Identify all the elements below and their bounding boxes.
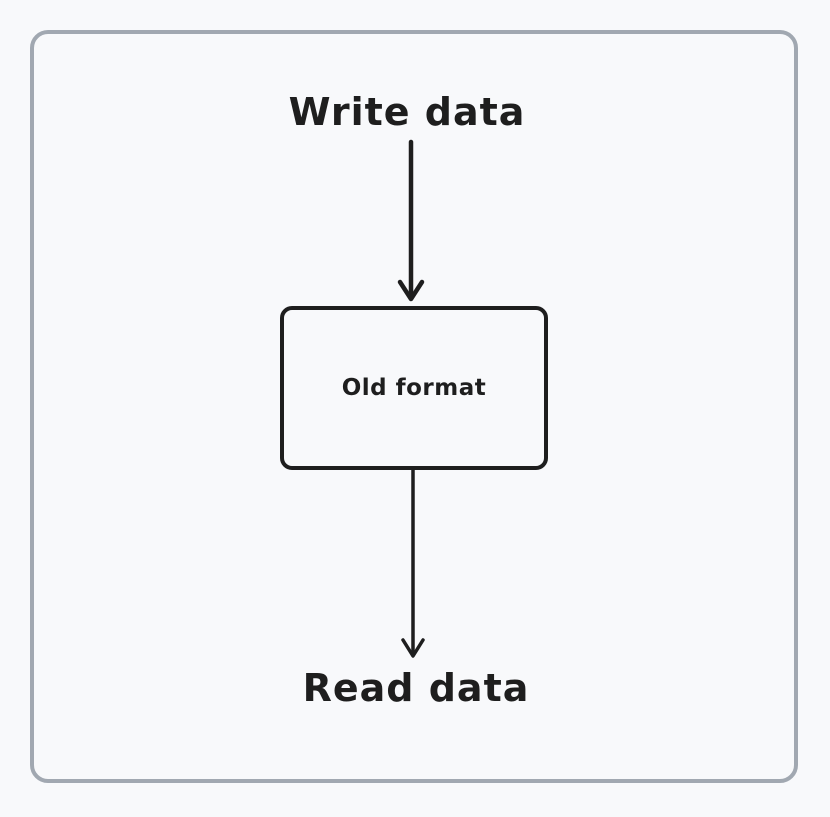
read-data-label: Read data bbox=[302, 666, 530, 710]
write-data-label: Write data bbox=[288, 90, 526, 134]
old-format-node: Old format bbox=[280, 306, 548, 470]
diagram-frame bbox=[30, 30, 798, 783]
old-format-label: Old format bbox=[341, 375, 487, 401]
